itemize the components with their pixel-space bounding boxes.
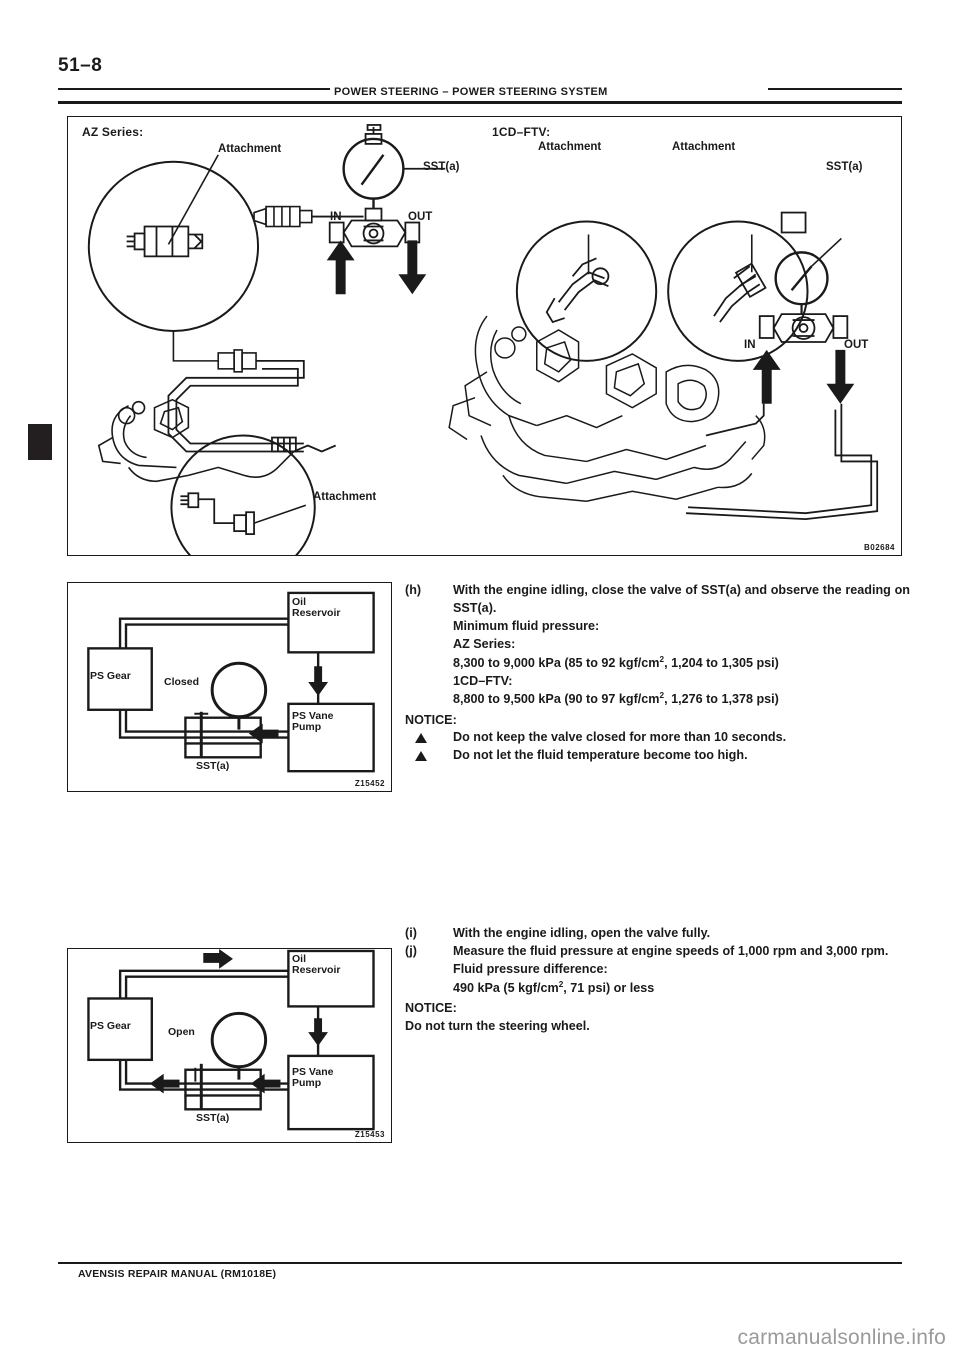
step-h-notice-head: NOTICE: <box>405 712 457 727</box>
label-az-series: AZ Series: <box>82 125 144 139</box>
spec-j-post: , 71 psi) or less <box>563 980 655 995</box>
label-attachment-right-1: Attachment <box>538 141 602 153</box>
step-h-notice-1-row: Do not keep the valve closed for more th… <box>405 729 910 747</box>
figure-id-open: Z15453 <box>354 1130 385 1139</box>
step-h-spec-cd-value: 8,800 to 9,500 kPa (90 to 97 kgf/cm2, 1,… <box>453 690 910 709</box>
label-in-right: IN <box>744 339 756 351</box>
figure-open-artwork <box>87 949 375 1131</box>
warning-triangle-icon <box>405 729 453 747</box>
ps-vane-pump-line1-open: PS Vane <box>292 1066 334 1078</box>
figure-installation-diagram: AZ Series: 1CD–FTV: Attachment Attachmen… <box>67 116 902 556</box>
label-out-left: OUT <box>408 211 433 223</box>
step-j-notice-1: Do not turn the steering wheel. <box>405 1018 590 1033</box>
footer-rule <box>58 1262 902 1264</box>
step-h-row: (h) With the engine idling, close the va… <box>405 582 910 618</box>
spec-az-pre: 8,300 to 9,000 kPa (85 to 92 kgf/cm <box>453 655 660 670</box>
step-j-notice-head: NOTICE: <box>405 1000 457 1015</box>
label-out-right: OUT <box>844 339 869 351</box>
label-valve-open: Open <box>168 1026 195 1038</box>
step-j-spec-title: Fluid pressure difference: <box>453 961 608 976</box>
step-h-notice-2: Do not let the fluid temperature become … <box>453 748 748 763</box>
step-i-text: With the engine idling, open the valve f… <box>453 926 711 940</box>
step-j-spec-value: 490 kPa (5 kgf/cm2, 71 psi) or less <box>453 979 910 998</box>
page-title: POWER STEERING – POWER STEERING SYSTEM <box>330 86 768 98</box>
label-valve-closed: Closed <box>164 676 200 688</box>
figure-id-closed: Z15452 <box>354 779 385 788</box>
ps-vane-pump-line2: Pump <box>292 721 322 734</box>
label-ps-vane-pump-closed: PS Vane Pump <box>292 710 334 734</box>
spec-cd-post: , 1,276 to 1,378 psi) <box>664 692 779 707</box>
step-j-text: Measure the fluid pressure at engine spe… <box>453 943 889 958</box>
thumb-index-tab <box>28 424 52 460</box>
step-h-spec-az-label: AZ Series: <box>453 636 516 651</box>
label-sst-a-right: SST(a) <box>826 161 863 173</box>
figure-main-artwork <box>87 124 879 555</box>
step-j-marker: (j) <box>405 943 417 958</box>
oil-reservoir-line2-open: Reservoir <box>292 964 341 977</box>
spec-j-pre: 490 kPa (5 kgf/cm <box>453 980 559 995</box>
warning-triangle-icon <box>405 747 453 765</box>
spec-az-exponent: 2 <box>659 654 665 664</box>
step-h-text: With the engine idling, close the valve … <box>453 583 910 615</box>
footer-manual-reference: AVENSIS REPAIR MANUAL (RM1018E) <box>78 1268 277 1280</box>
oil-reservoir-line2: Reservoir <box>292 607 341 620</box>
step-h-marker: (h) <box>405 583 422 597</box>
figure-id-main: B02684 <box>863 543 895 552</box>
step-h-notice-2-row: Do not let the fluid temperature become … <box>405 747 910 765</box>
watermark: carmanualsonline.info <box>737 1326 946 1349</box>
label-oil-reservoir-closed: Oil Reservoir <box>292 596 341 620</box>
spec-cd-exponent: 2 <box>659 691 665 701</box>
step-j-row: (j) Measure the fluid pressure at engine… <box>405 943 910 961</box>
page-number: 51–8 <box>58 55 103 76</box>
oil-reservoir-line1: Oil <box>292 596 307 608</box>
figure-circuit-valve-closed: Oil Reservoir PS Vane Pump PS Gear Close… <box>67 582 392 792</box>
label-sst-a-open: SST(a) <box>196 1112 230 1124</box>
spec-az-post: , 1,204 to 1,305 psi) <box>664 655 779 670</box>
step-h-notice-1: Do not keep the valve closed for more th… <box>453 730 787 745</box>
label-1cd-ftv: 1CD–FTV: <box>492 125 551 139</box>
oil-reservoir-line1-open: Oil <box>292 953 307 965</box>
figure-circuit-valve-open: Oil Reservoir PS Vane Pump PS Gear Open … <box>67 948 392 1143</box>
label-sst-a-closed: SST(a) <box>196 760 230 772</box>
label-attachment-left-top: Attachment <box>218 143 282 155</box>
step-i-row: (i) With the engine idling, open the val… <box>405 925 910 943</box>
label-ps-vane-pump-open: PS Vane Pump <box>292 1066 334 1090</box>
ps-vane-pump-line1: PS Vane <box>292 710 334 722</box>
step-h-block: (h) With the engine idling, close the va… <box>405 582 910 765</box>
step-ij-block: (i) With the engine idling, open the val… <box>405 925 910 1035</box>
label-in-left: IN <box>330 211 342 223</box>
label-sst-a-left: SST(a) <box>423 161 460 173</box>
ps-vane-pump-line2-open: Pump <box>292 1077 322 1090</box>
header-rule-bottom <box>58 101 902 104</box>
label-attachment-right-2: Attachment <box>672 141 736 153</box>
step-h-spec-title: Minimum fluid pressure: <box>453 618 600 633</box>
label-ps-gear-closed: PS Gear <box>90 670 131 682</box>
label-ps-gear-open: PS Gear <box>90 1020 131 1032</box>
label-attachment-left-bottom: Attachment <box>313 491 377 503</box>
step-i-marker: (i) <box>405 926 417 940</box>
figure-closed-artwork <box>87 591 375 773</box>
label-oil-reservoir-open: Oil Reservoir <box>292 953 341 977</box>
step-h-spec-az-value: 8,300 to 9,000 kPa (85 to 92 kgf/cm2, 1,… <box>453 654 910 673</box>
spec-cd-pre: 8,800 to 9,500 kPa (90 to 97 kgf/cm <box>453 692 660 707</box>
spec-j-exponent: 2 <box>558 979 564 989</box>
step-h-spec-cd-label: 1CD–FTV: <box>453 673 513 688</box>
